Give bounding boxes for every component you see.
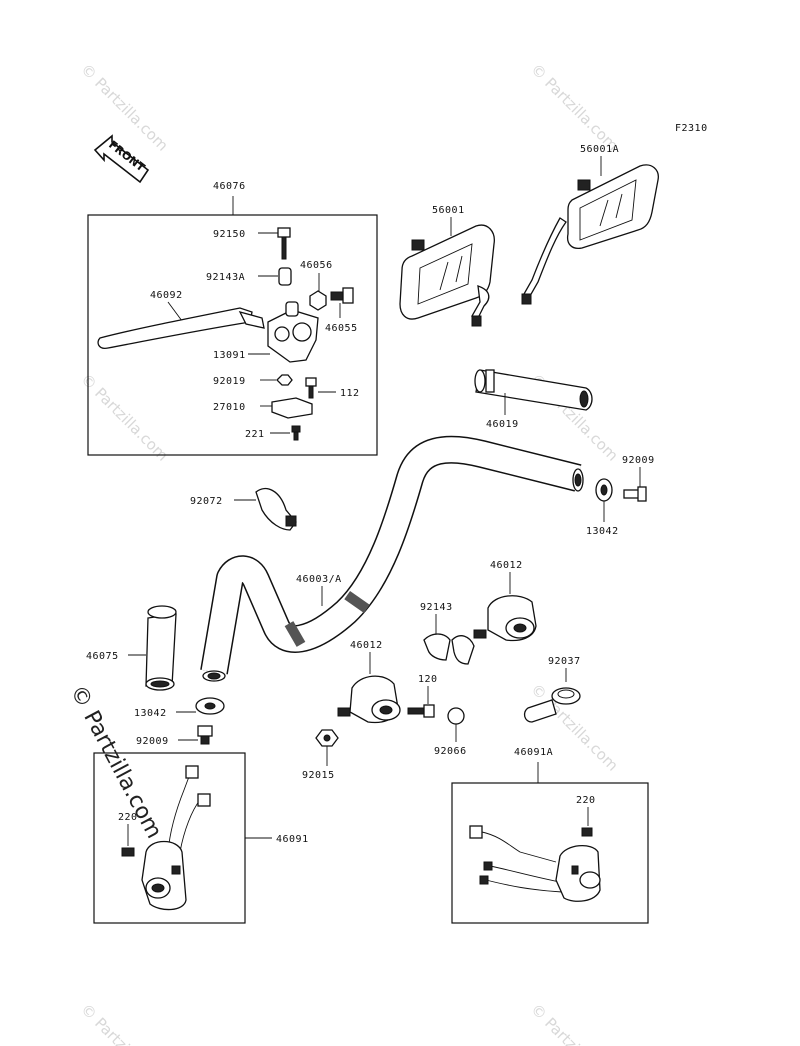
cap-92066-icon: [447, 707, 465, 725]
lever-assembly-box: [87, 214, 378, 456]
throttle-grip-46019-icon: [474, 369, 593, 411]
collar-92143-icon: [423, 633, 475, 665]
nut-46056-icon: [309, 290, 327, 311]
part-label-92019: 92019: [213, 376, 246, 387]
part-label-46003A: 46003/A: [296, 574, 342, 585]
switch-housing-46012-right-icon: [473, 595, 537, 642]
watermark-text: © Partzilla.com: [527, 1000, 622, 1046]
part-label-46055: 46055: [325, 323, 358, 334]
part-label-92072: 92072: [190, 496, 223, 507]
part-label-13091: 13091: [213, 350, 246, 361]
part-label-13042-top: 13042: [586, 526, 619, 537]
part-label-92143: 92143: [420, 602, 453, 613]
mirror-56001-icon: [399, 224, 495, 327]
watermark-text: © Partzilla.com: [77, 1000, 172, 1046]
part-label-46012-right: 46012: [490, 560, 523, 571]
lever-holder-13091-icon: [267, 301, 319, 363]
part-label-56001A: 56001A: [580, 144, 619, 155]
part-label-56001: 56001: [432, 205, 465, 216]
part-label-120: 120: [418, 674, 438, 685]
part-label-46075: 46075: [86, 651, 119, 662]
part-label-46012-center: 46012: [350, 640, 383, 651]
part-label-220-right: 220: [576, 795, 596, 806]
part-label-46091: 46091: [276, 834, 309, 845]
bolt-92150-icon: [277, 227, 291, 260]
watermark-text: © Partzilla.com: [77, 60, 172, 155]
figure-code: F2310: [675, 123, 708, 134]
part-label-92143A: 92143A: [206, 272, 245, 283]
part-label-46076: 46076: [213, 181, 246, 192]
handlebar-switch-46091a-icon: [469, 825, 601, 902]
part-label-27010: 27010: [213, 402, 246, 413]
part-label-92009-top: 92009: [622, 455, 655, 466]
part-label-92009-left: 92009: [136, 736, 169, 747]
right-switch-box: [451, 782, 649, 924]
part-label-92066: 92066: [434, 746, 467, 757]
weight-13042-left-icon: [195, 697, 225, 715]
bolt-46055-icon: [330, 287, 354, 304]
part-label-112: 112: [340, 388, 360, 399]
part-label-220-left: 220: [118, 812, 138, 823]
part-label-92037: 92037: [548, 656, 581, 667]
bolt-92009-left-icon: [197, 725, 213, 745]
handlebar-46003a-icon: [200, 435, 584, 682]
switch-housing-46012-center-icon: [337, 675, 401, 724]
part-label-46091A: 46091A: [514, 747, 553, 758]
switch-27010-icon: [271, 397, 313, 419]
screw-120-icon: [407, 704, 435, 718]
front-arrow-icon: FRONT: [93, 134, 150, 184]
handlebar-switch-46091-icon: [121, 765, 211, 911]
clamp-92037-icon: [523, 687, 581, 723]
collar-92143a-icon: [278, 267, 292, 286]
bolt-92009-icon: [623, 486, 647, 502]
part-label-46019: 46019: [486, 419, 519, 430]
part-label-92015: 92015: [302, 770, 335, 781]
watermark-text: © Partzilla.com: [527, 60, 622, 155]
clutch-lever-icon: [97, 307, 253, 349]
part-label-92150: 92150: [213, 229, 246, 240]
watermark-text: © Partzilla.com: [65, 681, 167, 843]
grip-46075-icon: [145, 605, 177, 691]
part-label-221: 221: [245, 429, 265, 440]
watermark-text: © Partzilla.com: [77, 370, 172, 465]
part-label-13042-left: 13042: [134, 708, 167, 719]
mirror-56001a-icon: [521, 164, 659, 305]
part-label-46092: 46092: [150, 290, 183, 301]
screw-112-icon: [305, 377, 317, 399]
screw-221-icon: [291, 425, 301, 441]
part-label-46056: 46056: [300, 260, 333, 271]
nut-92019-icon: [276, 374, 293, 386]
